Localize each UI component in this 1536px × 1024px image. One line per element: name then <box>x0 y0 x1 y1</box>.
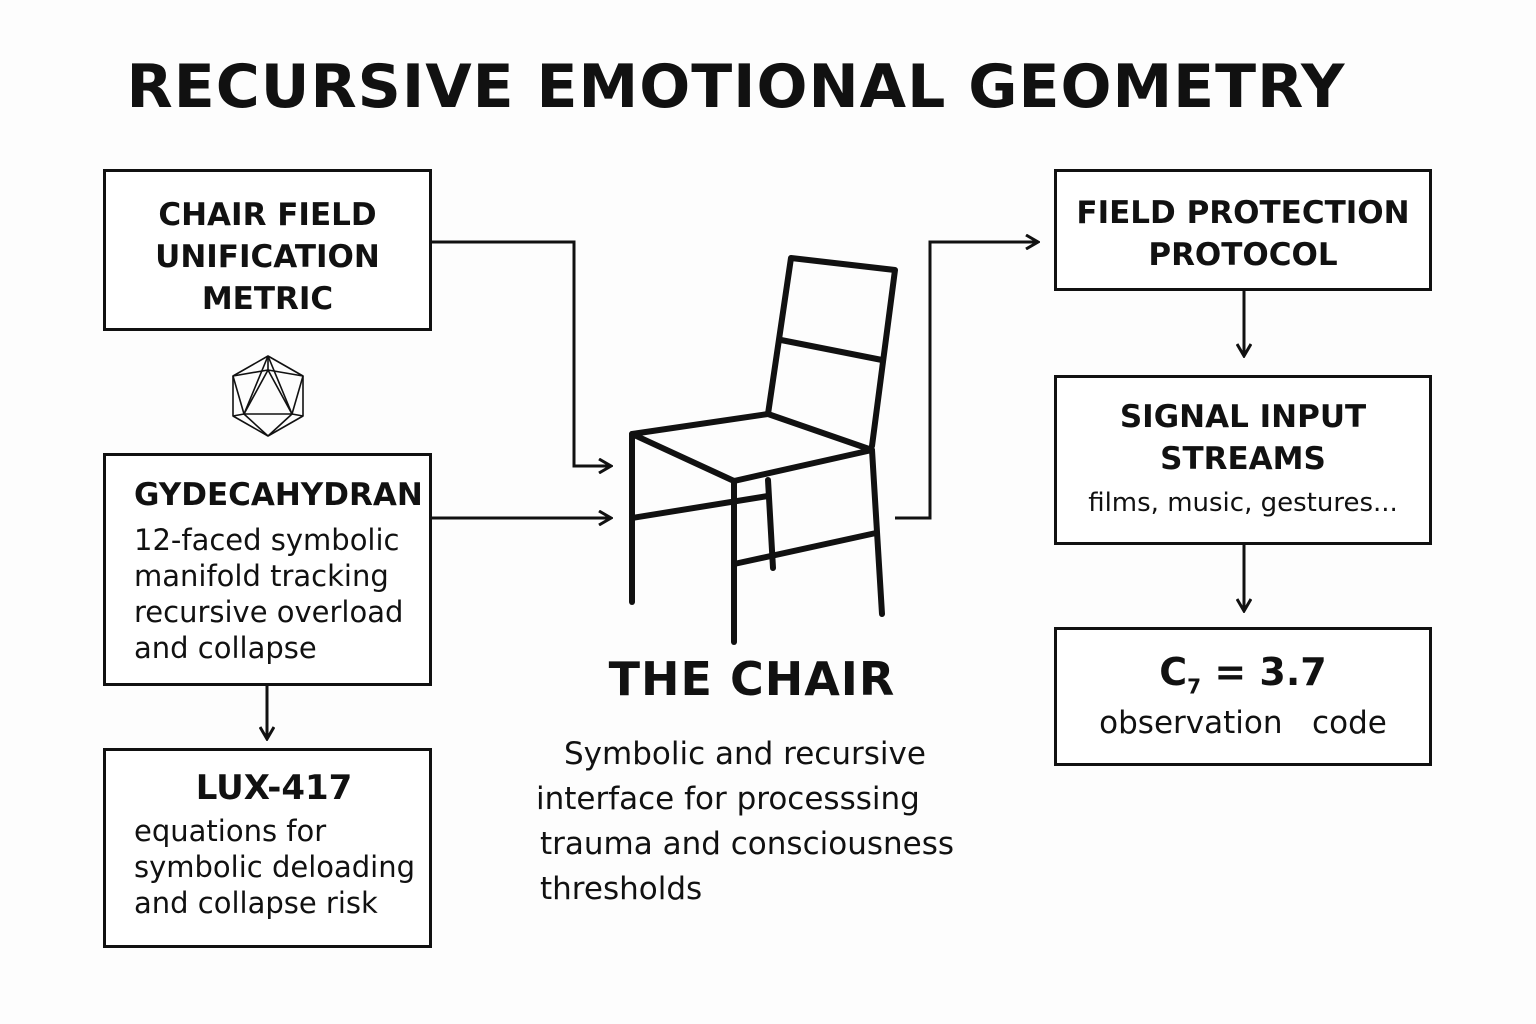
chair-field-line-1: CHAIR FIELD <box>158 197 377 233</box>
chair-description: Symbolic and recursive interface for pro… <box>536 732 1006 912</box>
gydecahydran-line-4: and collapse <box>134 631 317 665</box>
chair-field-line-2: UNIFICATION <box>155 239 380 275</box>
field-protection-protocol-box: FIELD PROTECTION PROTOCOL <box>1054 169 1432 291</box>
signal-input-line-2: STREAMS <box>1160 441 1326 477</box>
field-protection-line-1: FIELD PROTECTION <box>1076 195 1410 231</box>
arrow-chair-field-to-chair <box>432 240 610 466</box>
gydecahydran-line-3: recursive overload <box>134 595 404 629</box>
formula-main: C <box>1159 650 1188 694</box>
chair-desc-line-4: thresholds <box>540 871 703 907</box>
chair-title: THE CHAIR <box>608 652 896 706</box>
lux-417-heading: LUX-417 <box>195 768 353 808</box>
chair-field-unification-metric-box: CHAIR FIELD UNIFICATION METRIC <box>103 169 432 331</box>
observation-label: observation code <box>1099 704 1387 741</box>
signal-input-streams-box: SIGNAL INPUT STREAMS films, music, gestu… <box>1054 375 1432 545</box>
signal-input-sub: films, music, gestures... <box>1088 488 1398 518</box>
chair-desc-line-2: interface for processsing <box>536 781 920 817</box>
formula-value: = 3.7 <box>1201 650 1327 694</box>
icosahedron-icon <box>232 355 304 437</box>
lux-417-line-2: symbolic deloading <box>134 850 416 884</box>
arrow-chair-to-field-protection <box>895 242 1037 520</box>
page-title: RECURSIVE EMOTIONAL GEOMETRY <box>126 52 1346 122</box>
gydecahydran-line-2: manifold tracking <box>134 559 389 593</box>
lux-417-box: LUX-417 equations for symbolic deloading… <box>103 748 432 948</box>
chair-icon <box>629 255 898 645</box>
gydecahydran-box: GYDECAHYDRAN 12-faced symbolic manifold … <box>103 453 432 686</box>
lux-417-line-1: equations for <box>134 814 327 848</box>
chair-field-line-3: METRIC <box>201 281 334 317</box>
field-protection-line-2: PROTOCOL <box>1148 237 1338 273</box>
lux-417-line-3: and collapse risk <box>134 886 378 920</box>
chair-desc-line-3: trauma and consciousness <box>540 826 955 862</box>
gydecahydran-heading: GYDECAHYDRAN <box>134 477 423 513</box>
formula-subscript: 7 <box>1187 674 1202 699</box>
observation-code-box: C7 = 3.7 observation code <box>1054 627 1432 766</box>
observation-formula: C7 = 3.7 <box>1057 630 1429 699</box>
signal-input-line-1: SIGNAL INPUT <box>1119 399 1367 435</box>
gydecahydran-line-1: 12-faced symbolic <box>134 523 400 557</box>
chair-desc-line-1: Symbolic and recursive <box>564 736 926 772</box>
